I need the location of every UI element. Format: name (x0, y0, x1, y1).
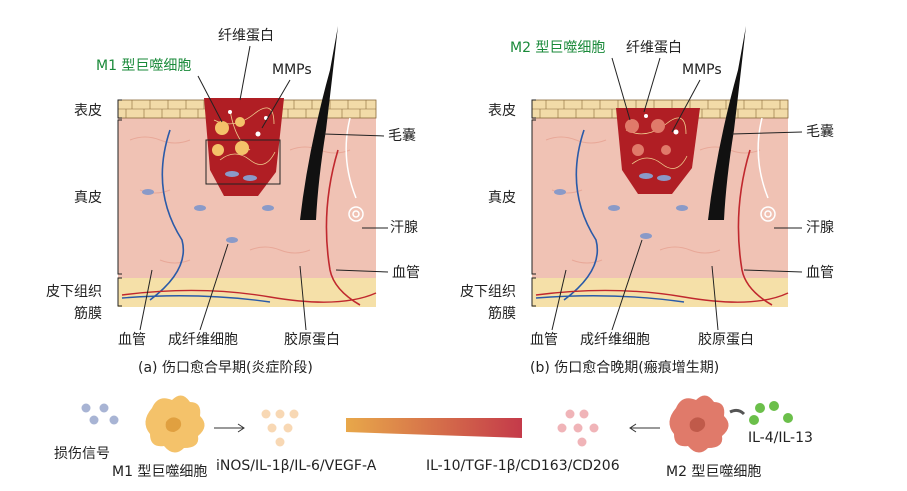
red-vessel-a (325, 149, 361, 306)
wound-fibroblasts-b (639, 173, 671, 181)
panel-b: M2 型巨噬细胞 纤维蛋白 MMPs 表皮 毛囊 真皮 汗腺 血管 皮下组织 筋… (460, 26, 834, 376)
dermis-label-a: 真皮 (74, 190, 102, 206)
epidermis-label-a: 表皮 (74, 103, 102, 119)
subcutis-label-a: 皮下组织 (46, 284, 102, 300)
m1-macrophage-legend-label: M1 型巨噬细胞 (112, 464, 207, 480)
dermis-label-b: 真皮 (488, 190, 516, 206)
hair-follicle-label-b: 毛囊 (806, 123, 834, 140)
fascia-label-b: 筋膜 (488, 305, 516, 322)
blue-vessel-b (563, 129, 598, 301)
hair-follicle-b (708, 26, 746, 220)
blue-vessel-a (149, 129, 184, 301)
sweat-gland-label-a: 汗腺 (390, 220, 418, 236)
vessel-right-label-b: 血管 (806, 265, 834, 281)
subcutis-label-b: 皮下组织 (460, 284, 516, 300)
fibrin-strands-b (625, 117, 688, 169)
il-dots (749, 401, 793, 425)
vessel-right-label-a: 血管 (392, 265, 420, 281)
epidermis-label-b: 表皮 (488, 103, 516, 119)
m1-macrophage-label-a: M1 型巨噬细胞 (96, 58, 191, 74)
damage-signal-dots (81, 403, 119, 425)
legend: 损伤信号 M1 型巨噬细胞 iNOS/IL-1β/IL-6/VEGF-A IL-… (54, 395, 813, 480)
m2-macrophage-legend-label: M2 型巨噬细胞 (666, 464, 761, 480)
damage-signal-label: 损伤信号 (54, 446, 110, 462)
mmps-label-a: MMPs (272, 62, 312, 78)
fascia-label-a: 筋膜 (74, 305, 102, 322)
hair-follicle-label-a: 毛囊 (388, 127, 416, 144)
red-vessel-b (737, 149, 773, 306)
fibrin-label-b: 纤维蛋白 (626, 40, 682, 56)
mmps-dots-b (644, 114, 679, 135)
sweat-gland-a (345, 117, 364, 222)
receptor-icon (729, 408, 746, 416)
hair-follicle-a (300, 26, 338, 220)
mmps-label-b: MMPs (682, 62, 722, 78)
m2-factor-dots (557, 409, 599, 447)
arrow-left-icon (629, 423, 660, 433)
wound-fibroblasts-a (225, 171, 257, 181)
m2-macrophage-label-b: M2 型巨噬细胞 (510, 40, 605, 56)
m2-macrophages-b (625, 119, 671, 156)
m1-factors-label: iNOS/IL-1β/IL-6/VEGF-A (216, 458, 377, 474)
vessel-bottom-label-b: 血管 (530, 332, 558, 348)
m2-factors-label: IL-10/TGF-1β/CD163/CD206 (426, 458, 620, 474)
sweat-gland-label-b: 汗腺 (806, 220, 834, 236)
caption-a: (a) 伤口愈合早期(炎症阶段) (138, 360, 313, 376)
vessel-bottom-label-a: 血管 (118, 332, 146, 348)
sweat-gland-b (757, 117, 776, 222)
fibrin-label-a: 纤维蛋白 (218, 28, 274, 44)
fibroblast-label-a: 成纤维细胞 (168, 332, 238, 348)
collagen-label-a: 胶原蛋白 (284, 331, 340, 348)
il-label: IL-4/IL-13 (748, 430, 813, 446)
panel-a: 纤维蛋白 M1 型巨噬细胞 MMPs 表皮 毛囊 真皮 汗腺 血管 皮下组织 筋… (46, 26, 420, 376)
fibroblast-label-b: 成纤维细胞 (580, 332, 650, 348)
m1-factor-dots (261, 409, 299, 447)
collagen-label-b: 胶原蛋白 (698, 331, 754, 348)
fibroblasts-a (142, 189, 274, 243)
gradient-wedge (346, 418, 522, 438)
fibroblasts-b (554, 189, 688, 239)
arrow-right-icon (214, 423, 245, 433)
inset-box-a (205, 139, 281, 185)
caption-b: (b) 伤口愈合晚期(瘢痕增生期) (530, 359, 719, 376)
m1-macrophages-a (212, 117, 249, 156)
